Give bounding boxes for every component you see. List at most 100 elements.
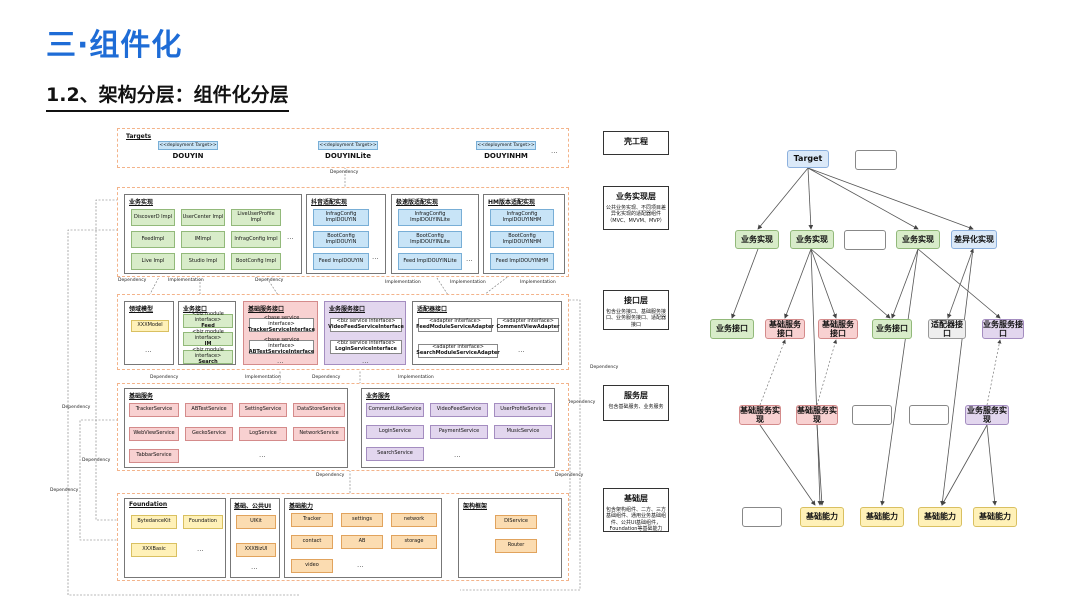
foundation-layer: Foundation BytedanceKit Foundation XXXBa… xyxy=(117,493,569,581)
graph-node-biz-service-impl: 业务服务实现 xyxy=(965,405,1009,425)
biz-impl-item: Live Impl xyxy=(131,253,175,270)
base-iface-name: TrackerServiceInterface xyxy=(247,326,316,333)
side-desc: 包含基础服务、业务服务 xyxy=(608,404,664,410)
target-name: DOUYIN xyxy=(172,152,204,160)
base-service-box: 基础服务 TrackerService ABTestService Settin… xyxy=(124,388,348,468)
ellipsis: ... xyxy=(357,561,364,569)
douyin-adapt-item: Feed ImplDOUYIN xyxy=(313,253,369,270)
base-ui-label: 基础、公共UI xyxy=(234,503,272,510)
base-ability-item: contact xyxy=(291,535,333,549)
biz-impl-item: BootConfig Impl xyxy=(231,253,281,270)
dependency-note: Dependency xyxy=(150,375,179,380)
graph-node-biz-impl: 业务实现 xyxy=(790,230,834,249)
base-ability-box: 基础能力 Tracker settings network contact AB… xyxy=(284,498,442,578)
lite-adapt-item: Feed ImplDOUYINLite xyxy=(398,253,462,270)
page-subtitle: 1.2、架构分层：组件化分层 xyxy=(46,80,289,112)
biz-impl-item: DiscoverD Impl xyxy=(131,209,175,226)
base-iface-tag: <base service interface> xyxy=(263,337,300,350)
deploy-tag: <<deployment Target>> xyxy=(318,141,378,150)
base-service-item: TabbarService xyxy=(129,449,179,463)
biz-impl-item: IMImpl xyxy=(181,231,225,248)
side-label-service: 服务层 包含基础服务、业务服务 xyxy=(603,385,669,421)
implementation-note: Implementation xyxy=(520,280,556,285)
douyin-adapt-label: 抖音适配实现 xyxy=(311,199,348,206)
biz-iface-name: IM xyxy=(204,340,212,347)
side-head: 业务实现层 xyxy=(616,192,656,201)
graph-empty-node xyxy=(855,150,897,170)
base-service-iface-box: 基础服务接口 <base service interface>TrackerSe… xyxy=(243,301,318,365)
adapter-name: CommentViewAdapter xyxy=(496,324,560,330)
ellipsis: ... xyxy=(466,255,473,263)
ellipsis: ... xyxy=(287,233,294,241)
base-ability-item: storage xyxy=(391,535,437,549)
ellipsis: ... xyxy=(277,357,284,365)
adapter-tag: <adapter interface> xyxy=(429,318,481,325)
targets-layer: Targets <<deployment Target>> DOUYIN <<d… xyxy=(117,128,569,168)
biz-service-item: SearchService xyxy=(366,447,424,461)
biz-impl-item: LiveUserProfile Impl xyxy=(231,209,281,226)
biz-iface-item: <biz module interface>Search xyxy=(183,348,233,365)
domain-model-box: 领域模型 XXXModel ... xyxy=(124,301,174,365)
graph-node-base-ability: 基础能力 xyxy=(860,507,904,527)
target-name: DOUYINHM xyxy=(484,152,528,160)
biz-service-item: MusicService xyxy=(494,425,552,439)
douyin-adapt-box: 抖音适配实现 InfragConfig ImplDOUYIN BootConfi… xyxy=(306,194,386,274)
graph-node-base-service-impl: 基础服务实现 xyxy=(796,405,838,425)
adapter-tag: <adapter interface> xyxy=(432,344,484,351)
base-ability-label: 基础能力 xyxy=(289,503,314,510)
graph-node-base-ability: 基础能力 xyxy=(918,507,962,527)
foundation-item: BytedanceKit xyxy=(131,515,177,529)
target-douyinhm: <<deployment Target>> DOUYINHM xyxy=(476,141,536,163)
service-layer: 基础服务 TrackerService ABTestService Settin… xyxy=(117,383,569,471)
graph-node-biz-impl: 业务实现 xyxy=(896,230,940,249)
dependency-note: Dependency xyxy=(330,170,359,175)
page-title: 三·组件化 xyxy=(46,28,183,63)
ellipsis: ... xyxy=(197,545,204,553)
foundation-item: XXXBasic xyxy=(131,543,177,557)
ellipsis: ... xyxy=(551,147,558,155)
ellipsis: ... xyxy=(518,346,525,354)
base-service-item: DataStoreService xyxy=(293,403,345,417)
dependency-note: Dependency xyxy=(255,278,284,283)
biz-service-box: 业务服务 CommentLikeService VideoFeedService… xyxy=(361,388,555,468)
biz-service-iface-label: 业务服务接口 xyxy=(329,306,366,313)
targets-label: Targets xyxy=(126,133,152,140)
implementation-note: Implementation xyxy=(168,278,204,283)
adapter-iface-item: <adapter interface>SearchModuleServiceAd… xyxy=(416,344,500,358)
biz-service-label: 业务服务 xyxy=(366,393,391,400)
base-ability-item: video xyxy=(291,559,333,573)
adapter-iface-item: <adapter interface>CommentViewAdapter xyxy=(496,318,560,332)
douyin-adapt-item: BootConfig ImplDOUYIN xyxy=(313,231,369,248)
framework-box: 架构框架 DIService Router xyxy=(458,498,562,578)
biz-impl-label: 业务实现 xyxy=(129,199,154,206)
deploy-tag: <<deployment Target>> xyxy=(158,141,218,150)
ellipsis: ... xyxy=(362,357,369,365)
side-head: 基础层 xyxy=(624,494,648,503)
ellipsis: ... xyxy=(145,346,152,354)
base-service-item: ABTestService xyxy=(185,403,233,417)
lite-adapt-box: 极速版适配实现 InfragConfig ImplDOUYINLite Boot… xyxy=(391,194,479,274)
biz-iface-name: Search xyxy=(198,358,218,365)
biz-impl-layer: 业务实现 DiscoverD Impl UserCenter Impl Live… xyxy=(117,187,569,277)
base-service-label: 基础服务 xyxy=(129,393,154,400)
biz-service-item: LoginService xyxy=(366,425,424,439)
biz-impl-item: FeedImpl xyxy=(131,231,175,248)
hm-adapt-label: HM版本适配实现 xyxy=(488,199,535,206)
biz-iface-label: 业务接口 xyxy=(183,306,208,313)
side-desc: 包含业务接口、基础服务接口、业务服务接口、适配器接口 xyxy=(605,309,666,328)
biz-service-item: UserProfileService xyxy=(494,403,552,417)
biz-service-item: PaymentService xyxy=(430,425,488,439)
douyin-adapt-item: InfragConfig ImplDOUYIN xyxy=(313,209,369,226)
graph-empty-node xyxy=(909,405,949,425)
biz-service-item: VideoFeedService xyxy=(430,403,488,417)
graph-empty-node xyxy=(742,507,782,527)
biz-iface-name: Feed xyxy=(201,322,215,329)
base-service-item: LogService xyxy=(239,427,287,441)
base-ability-item: AB xyxy=(341,535,383,549)
biz-iface-tag: <biz module interface> xyxy=(192,311,224,324)
biz-service-iface-item: <biz service interface>LoginServiceInter… xyxy=(330,340,402,354)
side-label-foundation: 基础层 包含架构组件、二方、三方基础组件、通用业务基础组件、公共UI基础组件，F… xyxy=(603,488,669,532)
graph-node-biz-service-iface: 业务服务接口 xyxy=(982,319,1024,339)
biz-service-tag: <biz service interface> xyxy=(336,318,396,325)
